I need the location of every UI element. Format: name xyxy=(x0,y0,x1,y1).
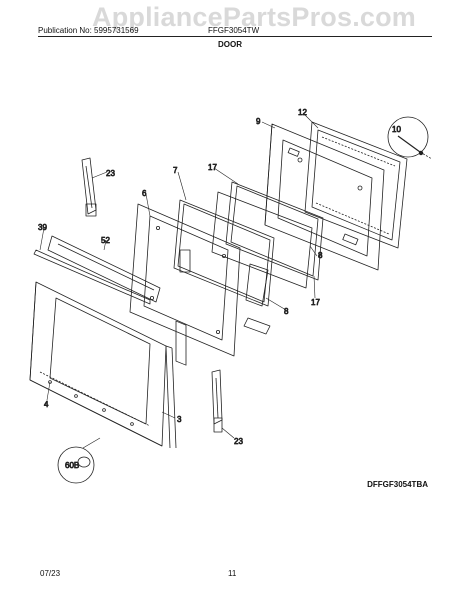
callout-3: 3 xyxy=(177,415,182,424)
callout-17-top: 17 xyxy=(208,163,217,172)
callout-60b: 60B xyxy=(65,461,79,470)
header-rule xyxy=(38,36,432,37)
callout-8-mid: 8 xyxy=(284,307,289,316)
callout-4: 4 xyxy=(44,400,49,409)
footer-date: 07/23 xyxy=(40,569,61,578)
model-number: FFGF3054TW xyxy=(208,26,260,35)
diagram-code: DFFGF3054TBA xyxy=(367,480,428,489)
watermark: AppliancePartsPros.com xyxy=(92,2,417,32)
outer-door-panel xyxy=(29,281,177,449)
callout-6: 6 xyxy=(142,189,147,198)
callout-23-bottom: 23 xyxy=(234,437,243,446)
callout-12: 12 xyxy=(298,108,307,117)
part-10-screw-detail xyxy=(387,116,433,160)
part-8-mid-spacer xyxy=(243,263,271,335)
publication-number: Publication No: 5995731569 xyxy=(38,26,139,35)
callout-7: 7 xyxy=(173,166,178,175)
callout-10: 10 xyxy=(392,125,401,134)
part-52-handle-trim xyxy=(47,235,161,303)
part-9-inner-door-panel xyxy=(264,123,385,271)
callout-8-right: 8 xyxy=(318,251,323,260)
part-6-inner-frame xyxy=(129,203,241,357)
callout-9: 9 xyxy=(256,117,261,126)
callout-52: 52 xyxy=(101,236,110,245)
callout-39: 39 xyxy=(38,223,47,232)
part-23-bottom-hinge xyxy=(211,369,223,433)
part-8-right-glass xyxy=(211,191,313,289)
leader-lines xyxy=(39,112,319,449)
callout-17-bottom: 17 xyxy=(311,298,320,307)
part-60b-screw-detail xyxy=(57,446,95,484)
part-39-handle xyxy=(33,249,151,305)
footer-page-number: 11 xyxy=(228,569,237,578)
part-17-top-glass xyxy=(225,181,324,281)
part-23-top-hinge xyxy=(81,157,97,217)
section-title: DOOR xyxy=(218,40,242,49)
callout-23-top: 23 xyxy=(106,169,115,178)
part-12-door-liner-frame xyxy=(304,121,408,249)
part-7-insulation xyxy=(173,199,275,366)
